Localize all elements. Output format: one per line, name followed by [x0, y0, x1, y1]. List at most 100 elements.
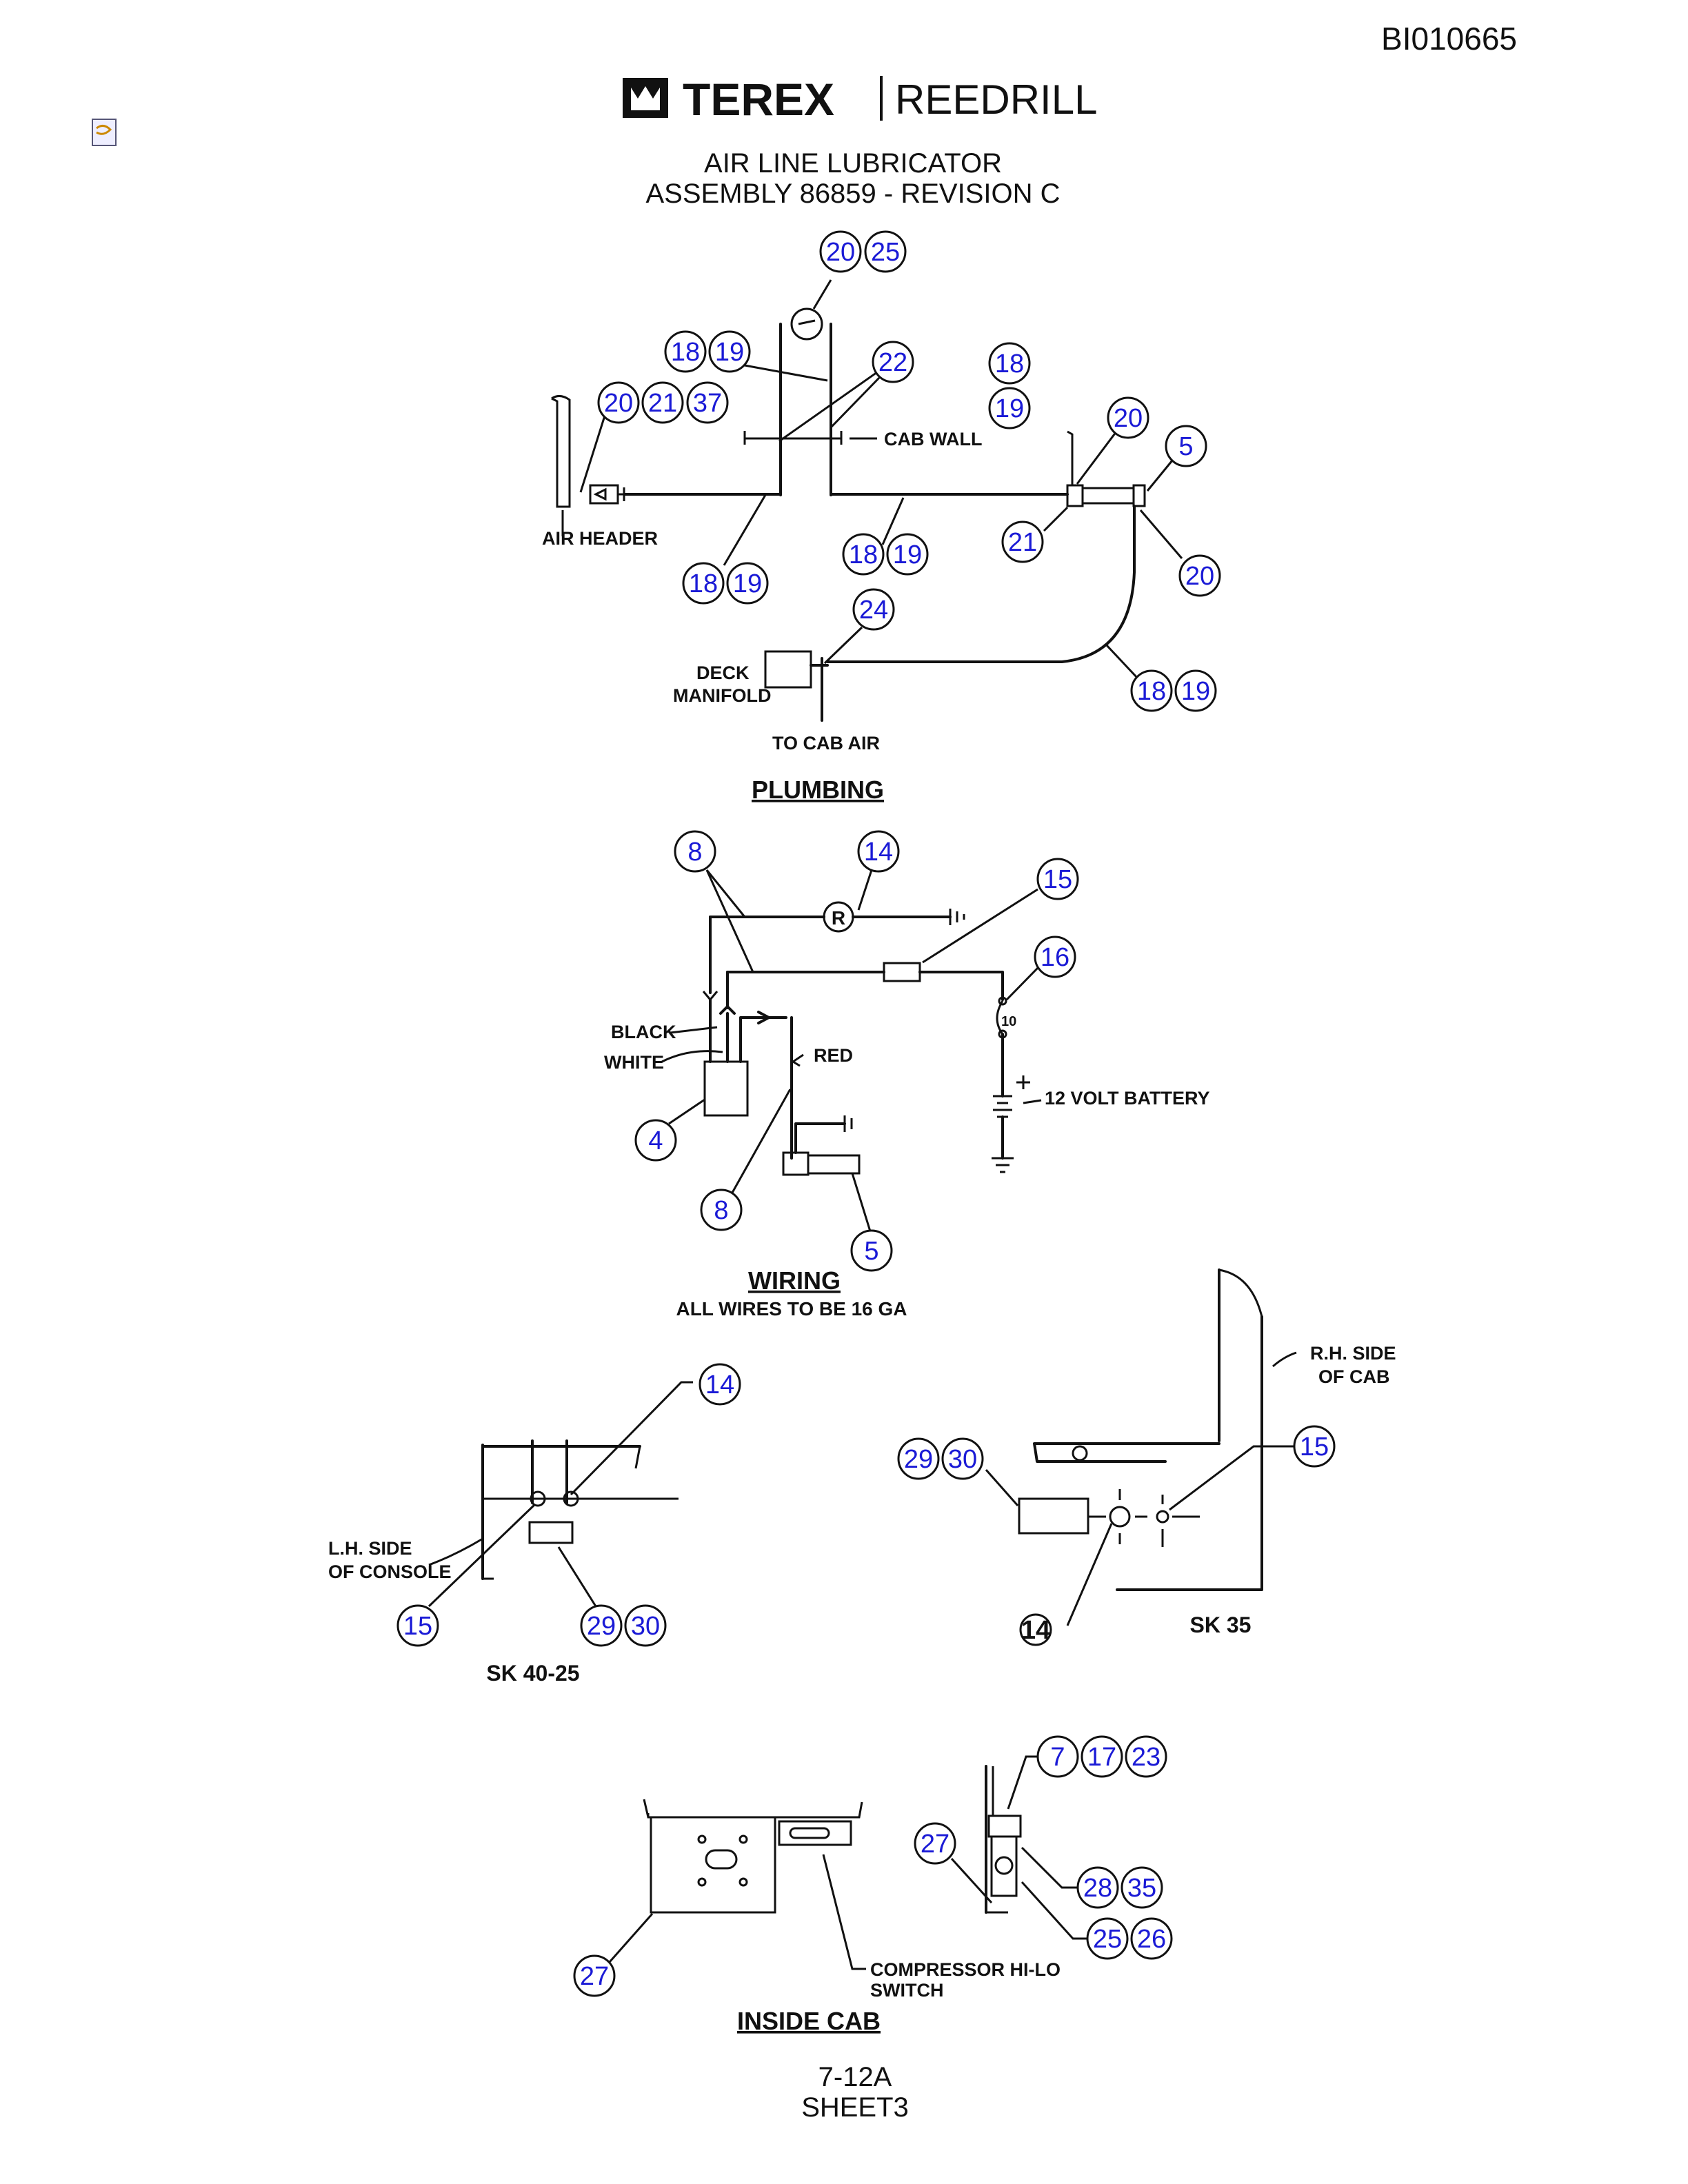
balloon-20-c: 20 [1178, 554, 1221, 597]
terex-logo: TEREX REEDRILL [623, 74, 1097, 125]
label-white: WHITE [604, 1052, 664, 1073]
svg-text:20: 20 [1185, 562, 1214, 591]
balloon-29-a: 29 [580, 1604, 623, 1647]
svg-text:21: 21 [648, 389, 677, 418]
svg-text:18: 18 [995, 350, 1024, 378]
balloon-17: 17 [1081, 1735, 1123, 1778]
balloon-8-b: 8 [700, 1189, 743, 1231]
svg-text:15: 15 [403, 1612, 432, 1641]
lubricator-solenoid [703, 1060, 749, 1117]
svg-text:18: 18 [1137, 677, 1166, 706]
deck-manifold [764, 650, 812, 689]
label-cab-wall: CAB WALL [884, 429, 982, 449]
svg-text:25: 25 [1093, 1925, 1122, 1954]
svg-text:16: 16 [1041, 943, 1069, 972]
balloon-19-a: 19 [708, 330, 751, 373]
balloon-37: 37 [686, 381, 729, 424]
svg-text:37: 37 [693, 389, 722, 418]
svg-text:15: 15 [1300, 1433, 1329, 1462]
brand-reedrill: REEDRILL [895, 77, 1097, 123]
svg-text:20: 20 [826, 238, 855, 267]
balloon-27-a: 27 [914, 1822, 956, 1865]
svg-text:19: 19 [1181, 677, 1210, 706]
balloon-14-c: 14 [1019, 1613, 1052, 1646]
balloon-15-a: 15 [1036, 858, 1079, 900]
balloon-19-b: 19 [988, 387, 1031, 429]
title-line-1: AIR LINE LUBRICATOR [704, 148, 1002, 179]
balloon-30-a: 30 [624, 1604, 667, 1647]
svg-text:19: 19 [715, 338, 744, 367]
svg-text:5: 5 [864, 1237, 878, 1266]
svg-text:14: 14 [864, 838, 893, 867]
balloon-18-d: 18 [682, 562, 725, 605]
svg-text:30: 30 [948, 1445, 977, 1474]
svg-text:29: 29 [587, 1612, 616, 1641]
section-wiring: WIRING [748, 1266, 841, 1295]
wiring-diagram: R 10 [604, 869, 1210, 1232]
label-10: 10 [1001, 1014, 1016, 1029]
balloon-25-top: 25 [864, 230, 907, 273]
balloon-19-d: 19 [726, 562, 769, 605]
title-line-2: ASSEMBLY 86859 - REVISION C [646, 179, 1061, 209]
balloon-18-b: 18 [988, 342, 1031, 385]
sk-40-25-diagram: L.H. SIDE OF CONSOLE [328, 1381, 693, 1608]
attachment-icon[interactable] [92, 119, 117, 146]
balloon-5-a: 5 [1165, 425, 1207, 467]
label-manifold: MANIFOLD [673, 685, 771, 706]
balloon-21-b: 21 [1001, 520, 1044, 563]
balloon-29-b: 29 [897, 1437, 940, 1480]
svg-text:19: 19 [995, 394, 1024, 423]
label-lh-side-2: OF CONSOLE [328, 1561, 452, 1582]
svg-text:20: 20 [604, 389, 633, 418]
svg-text:18: 18 [849, 540, 878, 569]
svg-text:30: 30 [631, 1612, 660, 1641]
label-red: RED [814, 1045, 853, 1066]
label-battery: 12 VOLT BATTERY [1045, 1088, 1210, 1109]
balloon-15-b: 15 [396, 1604, 439, 1647]
label-sk-35: SK 35 [1190, 1612, 1252, 1637]
balloon-26: 26 [1130, 1917, 1173, 1960]
svg-text:28: 28 [1083, 1874, 1112, 1903]
label-compressor-1: COMPRESSOR HI-LO [870, 1959, 1061, 1980]
svg-text:18: 18 [671, 338, 700, 367]
balloon-19-e: 19 [1174, 669, 1217, 712]
svg-text:19: 19 [893, 540, 922, 569]
balloon-20-b: 20 [1107, 396, 1149, 439]
balloon-30-b: 30 [941, 1437, 984, 1480]
plumbing-diagram: CAB WALL AIR HEADER DECK MANIFOLD TO CAB… [542, 279, 1183, 754]
balloon-14-a: 14 [857, 830, 900, 873]
svg-text:8: 8 [714, 1196, 728, 1225]
svg-text:18: 18 [689, 569, 718, 598]
inside-cab-diagram: COMPRESSOR HI-LO SWITCH [608, 1755, 1088, 2001]
svg-text:19: 19 [733, 569, 762, 598]
svg-text:15: 15 [1043, 865, 1072, 894]
switch-15 [883, 962, 921, 982]
sk-35-diagram: R.H. SIDE OF CAB [985, 1268, 1396, 1626]
label-black: BLACK [611, 1022, 676, 1042]
svg-text:14: 14 [1021, 1616, 1050, 1645]
svg-text:26: 26 [1137, 1925, 1166, 1954]
label-to-cab-air: TO CAB AIR [772, 733, 880, 754]
balloon-20-a: 20 [597, 381, 640, 424]
svg-text:21: 21 [1008, 528, 1037, 557]
balloon-20-top: 20 [819, 230, 862, 273]
balloon-8-a: 8 [674, 830, 716, 873]
document-id: BI010665 [1381, 21, 1517, 57]
svg-text:24: 24 [859, 596, 888, 625]
balloon-18-a: 18 [664, 330, 707, 373]
balloon-18-c: 18 [842, 533, 885, 576]
svg-text:4: 4 [648, 1126, 663, 1155]
wiring-note: ALL WIRES TO BE 16 GA [676, 1298, 907, 1320]
label-lh-side-1: L.H. SIDE [328, 1538, 412, 1559]
svg-text:25: 25 [871, 238, 900, 267]
svg-text:35: 35 [1127, 1874, 1156, 1903]
balloon-15-c: 15 [1293, 1425, 1336, 1468]
label-deck: DECK [696, 663, 750, 683]
svg-text:20: 20 [1114, 404, 1143, 433]
mounting-plate [650, 1816, 776, 1914]
balloon-25: 25 [1086, 1917, 1129, 1960]
balloon-23: 23 [1125, 1735, 1167, 1778]
label-rh-side-1: R.H. SIDE [1310, 1343, 1396, 1364]
balloon-5-b: 5 [850, 1229, 893, 1272]
svg-text:R: R [832, 907, 845, 929]
